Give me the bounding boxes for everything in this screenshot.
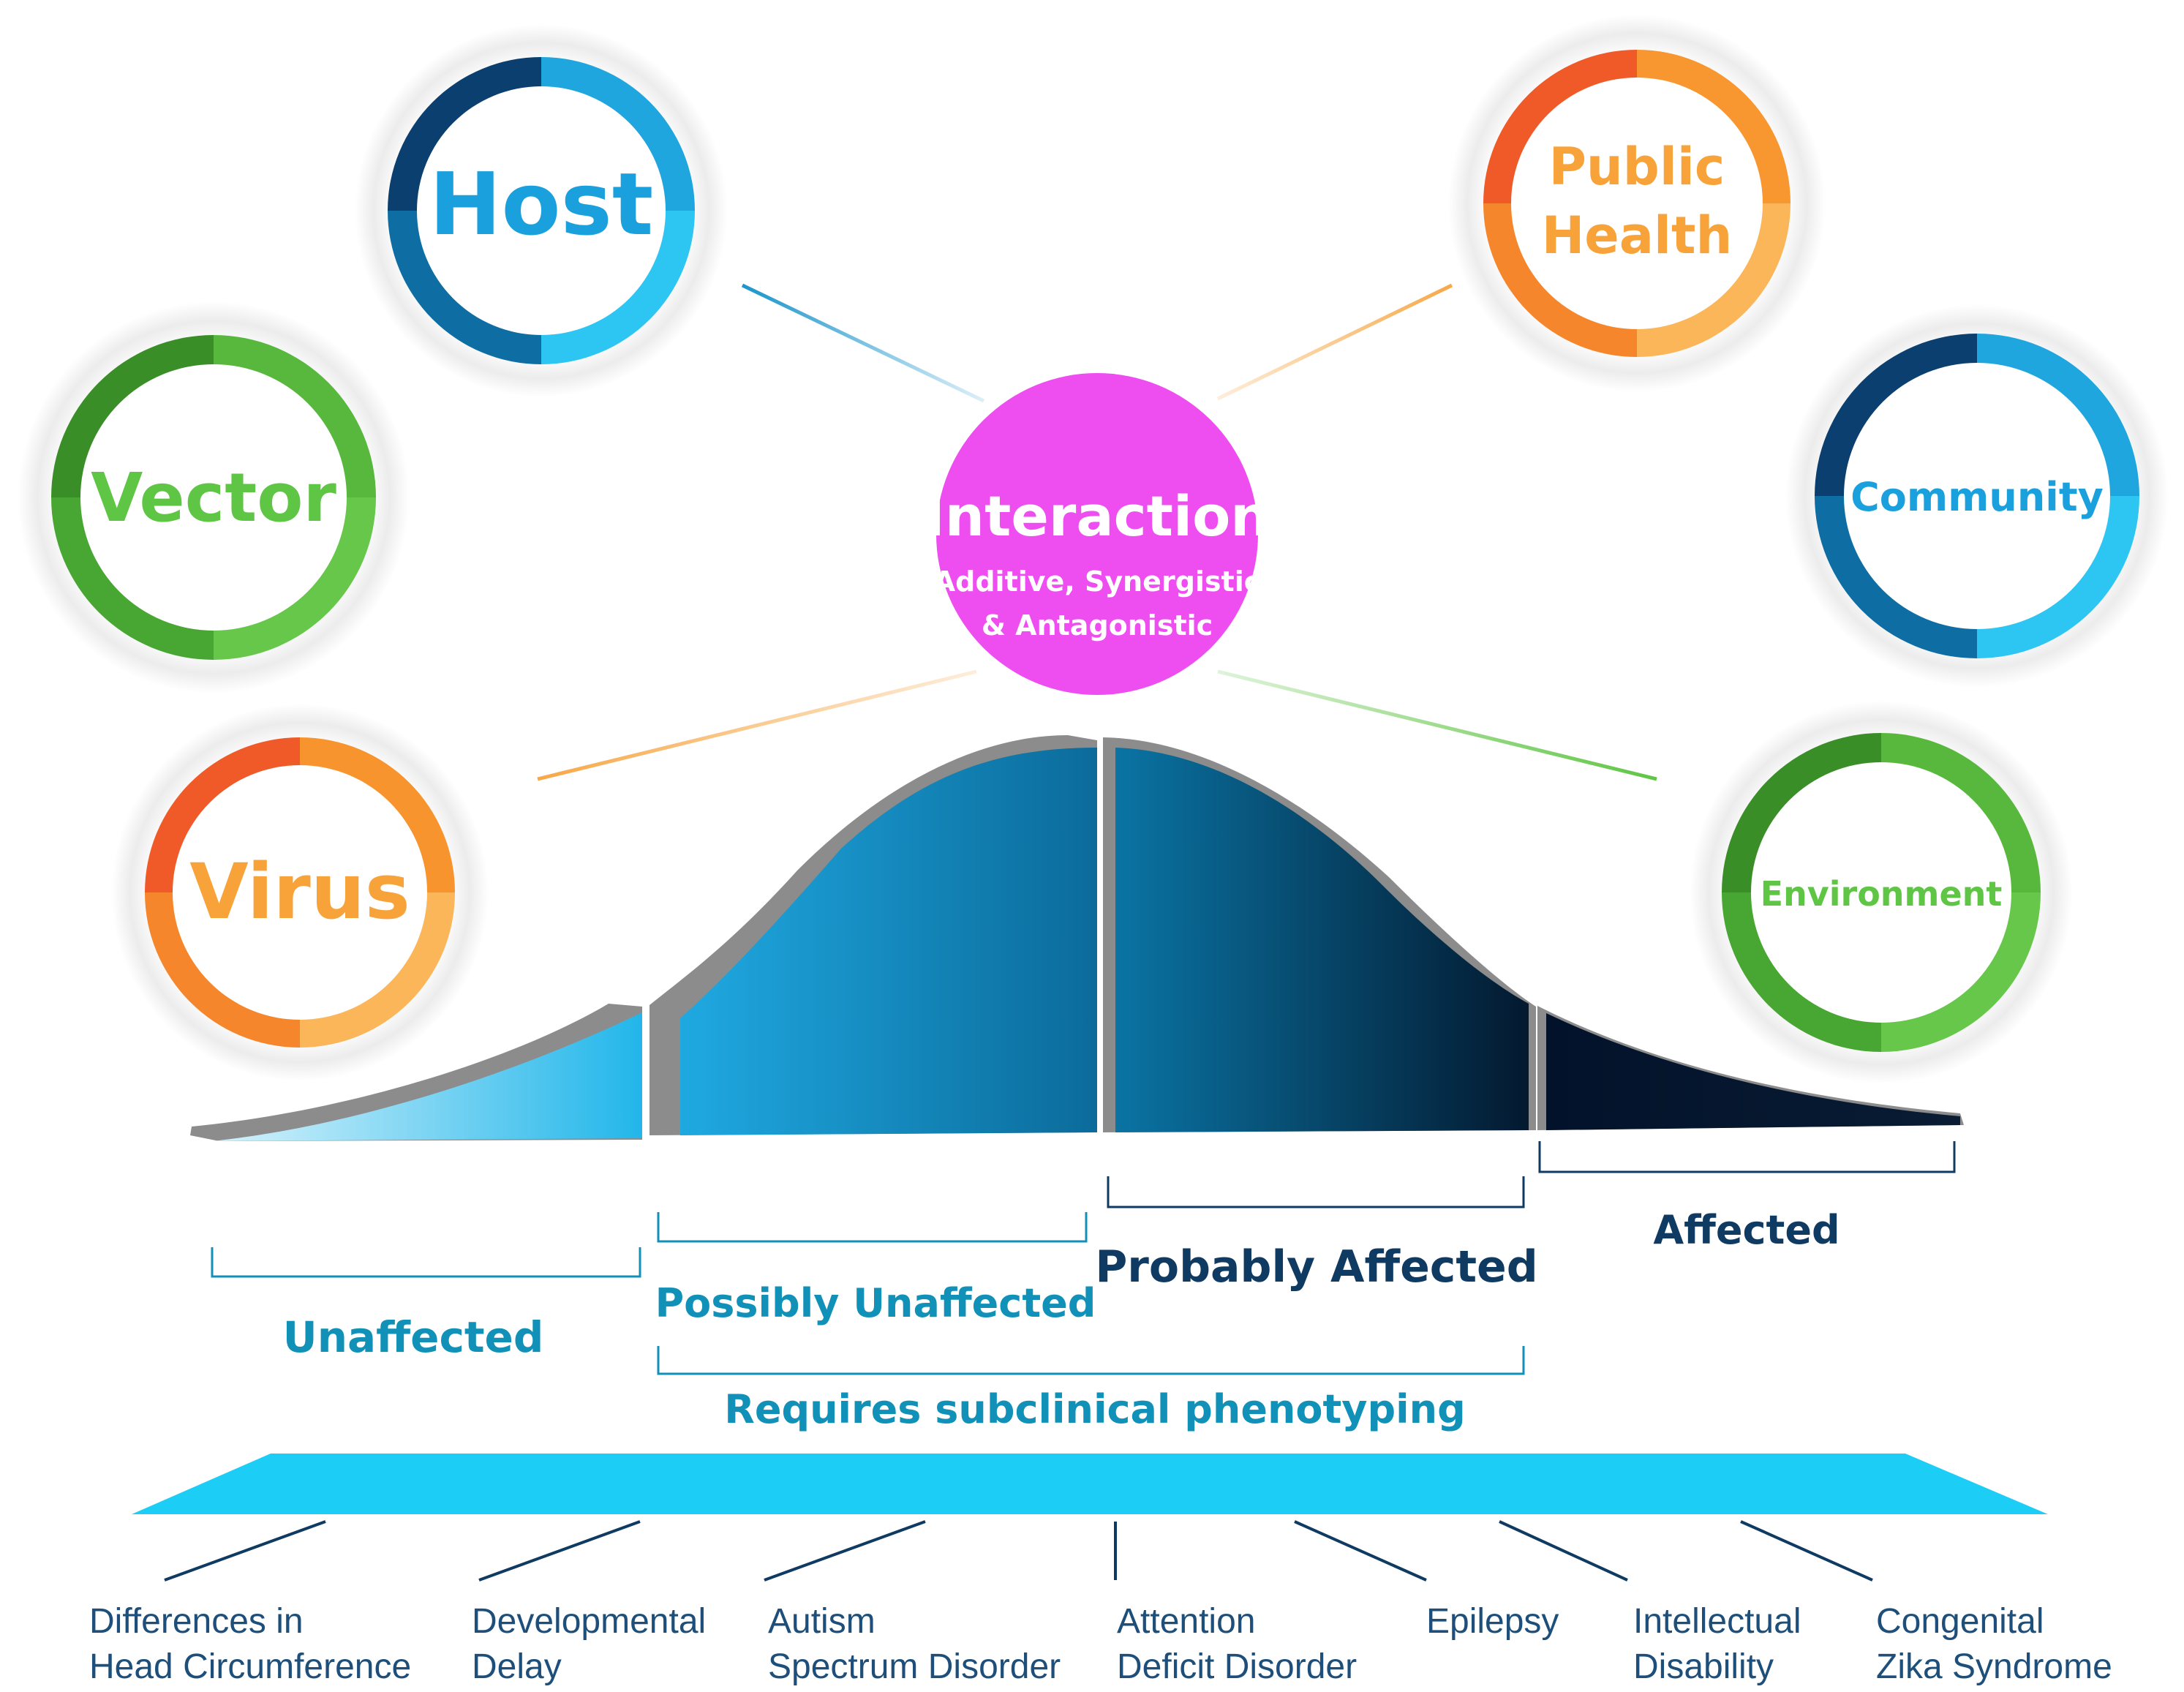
bracket-affected [1538, 1141, 1956, 1173]
interaction-title: Interaction [925, 484, 1270, 549]
connector-public-health [1216, 283, 1453, 401]
distribution-curve [190, 735, 1964, 1141]
outcome-epilepsy-line1: Epilepsy [1426, 1602, 1559, 1641]
vector-factor: Vector [18, 301, 410, 693]
outcome-developmental-delay-line2: Delay [472, 1647, 562, 1686]
community-label: Community [1850, 474, 2104, 520]
label-affected: Affected [1653, 1207, 1840, 1253]
label-probably-affected: Probably Affected [1095, 1241, 1537, 1293]
label-possibly-unaffected: Possibly Unaffected [655, 1280, 1096, 1326]
outcome-intellectual-disability-line2: Disability [1633, 1647, 1774, 1686]
outcome-congenital-zika-line2: Zika Syndrome [1876, 1647, 2112, 1686]
public-health-factor: Public Health [1448, 15, 1826, 392]
outcome-head-circumference-line2: Head Circumference [89, 1647, 411, 1686]
virus-factor: Virus [111, 704, 489, 1081]
outcome-labels: Differences in Head Circumference Develo… [89, 1602, 2112, 1686]
bracket-possibly-unaffected [657, 1212, 1088, 1243]
public-health-label-line1: Public [1549, 137, 1725, 197]
environment-label: Environment [1761, 874, 2003, 914]
outcome-developmental-delay-line1: Developmental [472, 1602, 706, 1641]
bracket-probably-affected [1107, 1176, 1525, 1208]
interaction-subtitle-line1: Additive, Synergistic [934, 565, 1261, 598]
connector-host [741, 283, 985, 403]
outcome-spectrum-bar [132, 1454, 2048, 1514]
outcome-congenital-zika-line1: Congenital [1876, 1602, 2044, 1641]
connector-virus [537, 669, 977, 781]
outcome-attention-deficit-line1: Attention [1117, 1602, 1255, 1641]
outcome-head-circumference-line1: Differences in [89, 1602, 304, 1641]
environment-factor: Environment [1690, 701, 2073, 1084]
outcome-autism-line1: Autism [768, 1602, 876, 1641]
connector-environment [1217, 669, 1657, 781]
host-factor: Host [355, 24, 728, 397]
label-unaffected: Unaffected [283, 1312, 544, 1362]
host-label: Host [429, 154, 653, 255]
outcome-attention-deficit-line2: Deficit Disorder [1117, 1647, 1357, 1686]
outcome-autism-line2: Spectrum Disorder [768, 1647, 1061, 1686]
outcome-intellectual-disability-line1: Intellectual [1633, 1602, 1801, 1641]
bracket-unaffected [211, 1247, 641, 1278]
outcome-connectors [164, 1520, 1873, 1582]
category-brackets [211, 1141, 1956, 1375]
community-factor: Community [1785, 304, 2169, 688]
interaction-subtitle-line2: & Antagonistic [982, 609, 1213, 642]
label-subclinical: Requires subclinical phenotyping [724, 1386, 1466, 1432]
bracket-subclinical [657, 1346, 1525, 1375]
connector-lines [537, 283, 1657, 781]
vector-label: Vector [91, 459, 336, 537]
interaction-hub: Interaction Additive, Synergistic & Anta… [925, 373, 1270, 695]
public-health-label-line2: Health [1542, 206, 1733, 266]
virus-label: Virus [189, 847, 410, 936]
